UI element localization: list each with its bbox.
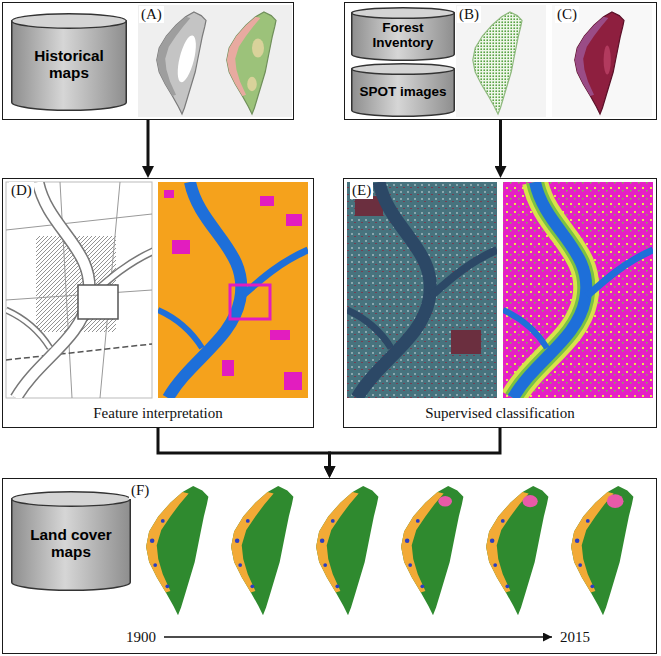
urban-patch xyxy=(284,372,302,390)
cylinder-label: Historical maps xyxy=(11,48,127,82)
riverbank-class xyxy=(513,182,586,398)
image-patch xyxy=(604,46,611,75)
year-label: 2015 xyxy=(560,629,590,646)
map-patch xyxy=(247,77,257,91)
river xyxy=(158,310,202,348)
urban-patch xyxy=(222,360,234,376)
spot-image-map xyxy=(552,5,652,117)
flow-arrow xyxy=(499,120,502,174)
square-feature xyxy=(230,285,270,319)
panel-letter: (B) xyxy=(457,6,481,23)
railway-line xyxy=(6,344,152,360)
panel-box: Forest InventorySPOT images (B) (C) xyxy=(344,2,657,120)
island-outline xyxy=(157,12,206,114)
cylinder-top xyxy=(352,8,455,19)
land-cover-map xyxy=(401,486,463,615)
panel-box: (D) Feature interpretation xyxy=(2,178,314,428)
timeline-arrow xyxy=(164,636,552,638)
land-cover-map xyxy=(146,486,208,615)
vegetation-patch xyxy=(451,330,481,354)
island-outline xyxy=(473,12,522,114)
image-ground xyxy=(503,182,653,398)
island-outline xyxy=(227,12,276,114)
panel-letter: (A) xyxy=(139,6,164,23)
land-cover-map xyxy=(316,486,378,615)
panel-letter: (C) xyxy=(555,6,579,23)
land-cover-map xyxy=(571,486,633,615)
database-cylinder: Historical maps xyxy=(11,13,127,111)
flow-arrow xyxy=(158,428,330,474)
cylinder-label: Land cover maps xyxy=(11,527,131,561)
classified-image xyxy=(503,182,653,398)
panel-box: (E) Supervised classification xyxy=(343,178,657,428)
urban-patch xyxy=(286,214,302,226)
forest-inventory-map xyxy=(456,5,546,117)
panel-caption: Feature interpretation xyxy=(3,405,313,422)
river-body xyxy=(6,310,50,348)
panel-caption: Supervised classification xyxy=(344,405,656,422)
panel-box: Land cover maps (F) xyxy=(2,478,657,654)
river xyxy=(431,250,497,296)
image-ground xyxy=(347,182,497,398)
image-ground xyxy=(552,5,652,117)
cylinder-label: Forest Inventory xyxy=(351,21,455,51)
urban-patch xyxy=(260,196,274,206)
land-cover-map xyxy=(486,486,548,615)
flow-arrow xyxy=(330,428,501,474)
cylinder-body xyxy=(12,499,131,590)
database-cylinder: SPOT images xyxy=(351,63,455,117)
panel-letter: (D) xyxy=(9,182,34,199)
river xyxy=(587,250,653,296)
riverbank-class xyxy=(513,182,586,398)
image-ground xyxy=(158,182,308,398)
panel-box: Historical maps (A) xyxy=(2,2,294,120)
database-cylinder: Forest Inventory xyxy=(351,7,455,61)
river-edge xyxy=(6,310,50,348)
colored-map xyxy=(227,12,276,114)
river xyxy=(503,310,547,348)
island-outline xyxy=(575,12,624,114)
river xyxy=(347,310,391,348)
land-cover-map xyxy=(231,486,293,615)
river xyxy=(357,182,430,398)
unmapped-area xyxy=(174,34,200,84)
urban-patch xyxy=(164,190,174,198)
interpreted-map xyxy=(158,182,308,398)
land-cover-map-series xyxy=(146,486,633,637)
urban-patch xyxy=(172,240,190,254)
square-feature xyxy=(78,285,118,319)
topographic-map xyxy=(6,182,156,398)
road-line xyxy=(6,182,152,398)
cylinder-label: SPOT images xyxy=(351,85,455,100)
historical-map-thumbnails xyxy=(138,5,292,117)
cylinder-top xyxy=(352,64,455,75)
image-ground xyxy=(456,5,546,117)
cylinder-body xyxy=(352,69,455,116)
map-patch xyxy=(252,38,264,57)
river xyxy=(242,250,308,296)
flow-arrow xyxy=(147,120,150,174)
database-cylinder: Land cover maps xyxy=(11,491,131,591)
panel-letter: (E) xyxy=(350,182,373,199)
image-ground xyxy=(6,182,152,398)
urban-patch xyxy=(270,330,290,340)
cylinder-body xyxy=(12,21,127,110)
panel-letter: (F) xyxy=(129,482,151,499)
cylinder-body xyxy=(352,13,455,60)
cylinder-top xyxy=(12,14,127,29)
cylinder-top xyxy=(12,492,131,507)
plain-area xyxy=(575,17,609,96)
river xyxy=(513,182,586,398)
year-label: 1900 xyxy=(126,629,156,646)
image-ground xyxy=(138,5,292,117)
grey-map xyxy=(157,12,206,114)
satellite-image xyxy=(347,182,497,398)
